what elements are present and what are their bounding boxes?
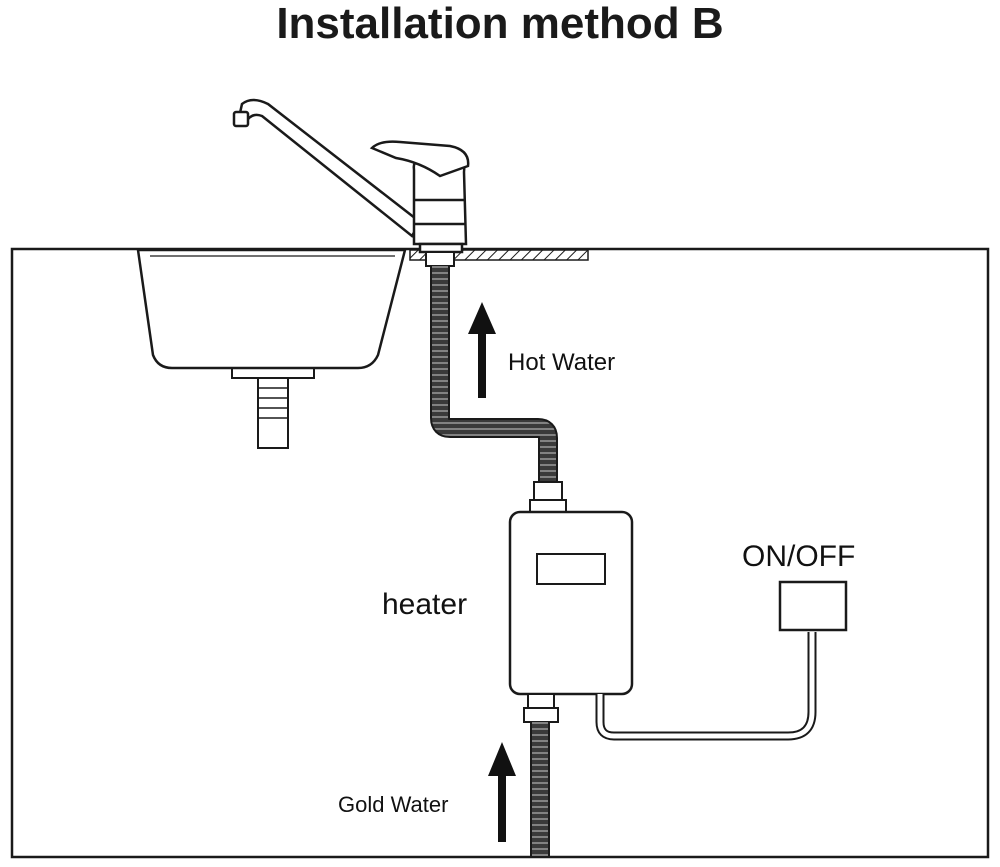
- cabinet-outline: [10, 247, 990, 859]
- on-off-label: ON/OFF: [742, 540, 855, 573]
- hot-water-label: Hot Water: [508, 349, 615, 376]
- cold-water-label: Gold Water: [338, 792, 448, 817]
- countertop-hatch: [409, 249, 589, 261]
- cold-water-arrow: [488, 742, 516, 842]
- hot-water-arrow: [468, 302, 496, 398]
- heater-label: heater: [382, 588, 467, 621]
- cold-water-hose: [523, 693, 559, 856]
- heater-display: [536, 553, 606, 585]
- hot-water-hose: [425, 251, 567, 513]
- sink-drain-pipe: [257, 377, 289, 449]
- on-off-switch-box: [778, 580, 848, 632]
- faucet: [232, 98, 470, 254]
- heater-unit: [508, 510, 634, 696]
- diagram-title: Installation method B: [276, 0, 724, 48]
- sink-drain-flange: [231, 367, 315, 379]
- sink-bowl: [136, 248, 407, 370]
